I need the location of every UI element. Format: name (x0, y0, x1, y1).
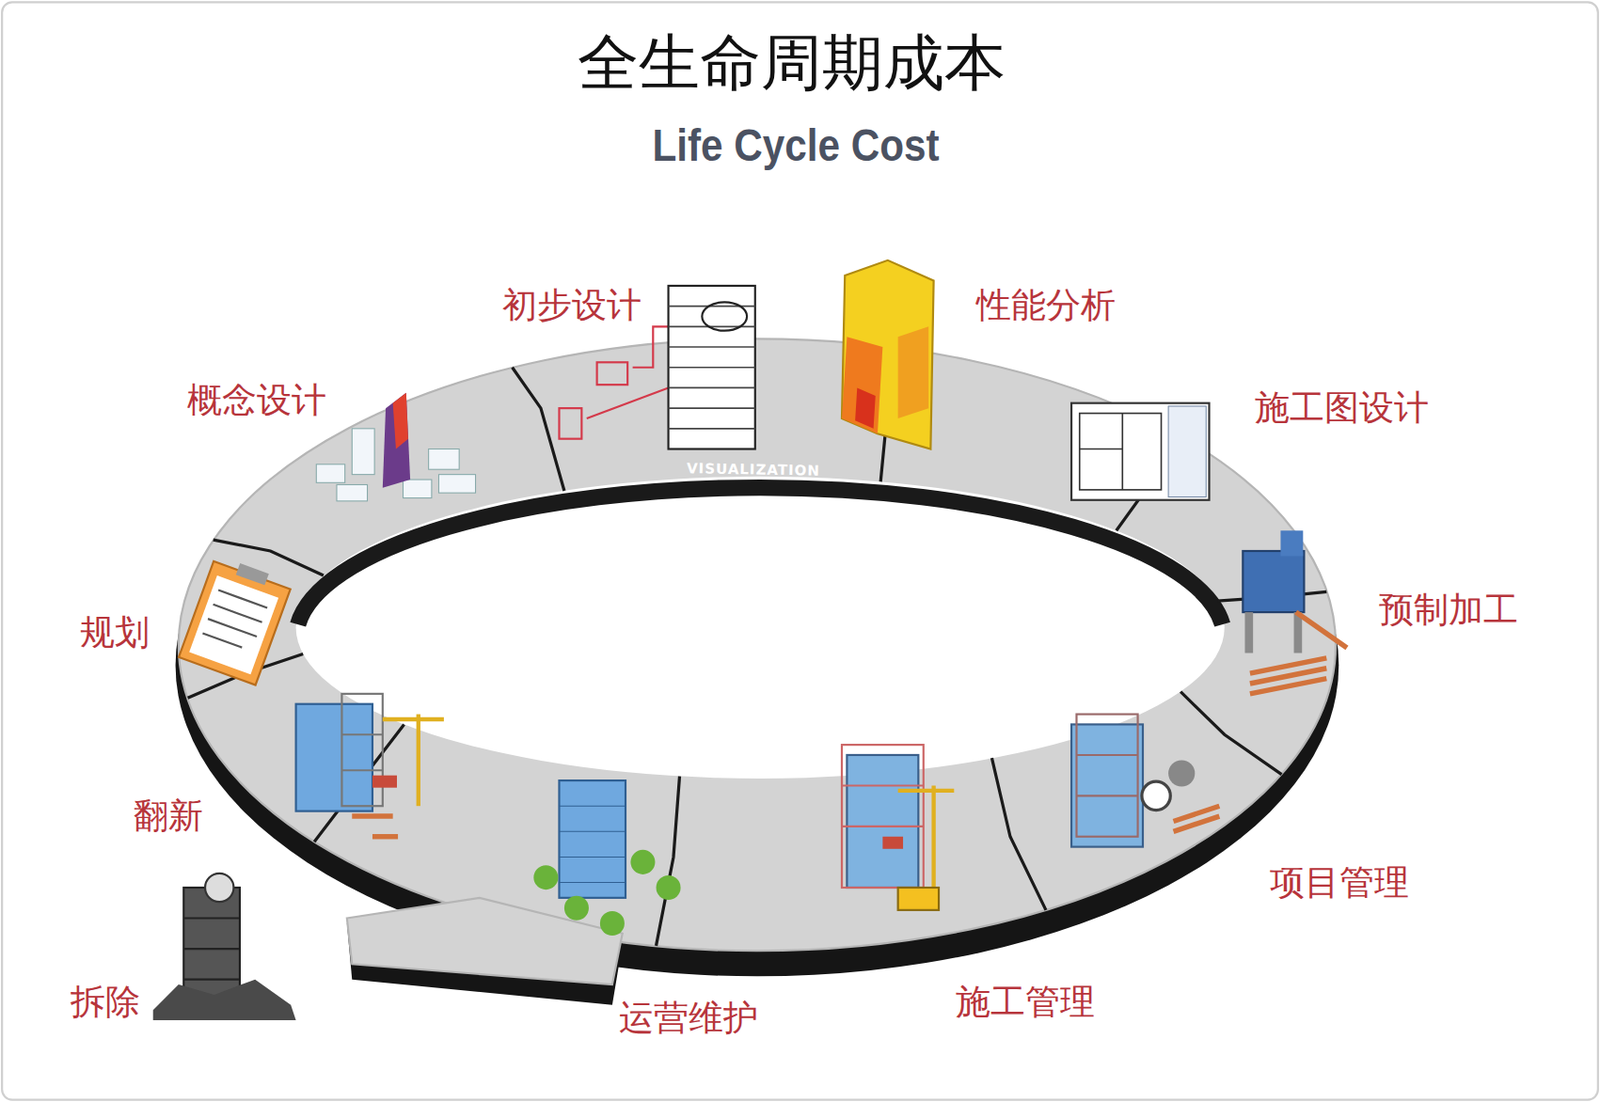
stage-label: 项目管理 (1269, 863, 1410, 904)
subtitle: Life Cycle Cost (652, 120, 940, 173)
stage-label: 规划 (79, 612, 150, 653)
stage-label: 初步设计 (502, 285, 642, 327)
stage-label: 运营维护 (618, 998, 759, 1039)
diagram-title: 全生命周期成本 (577, 28, 1006, 99)
stage-label: 拆除 (70, 982, 141, 1024)
stage-label: 性能分析 (976, 285, 1116, 327)
stage-label: 预制加工 (1378, 589, 1519, 631)
stage-label: 翻新 (133, 796, 204, 838)
stage-label: 施工管理 (955, 982, 1095, 1024)
stage-label: 施工图设计 (1254, 388, 1429, 429)
stage-label: 概念设计 (187, 380, 327, 422)
band-label: VISUALIZATION (686, 460, 821, 480)
